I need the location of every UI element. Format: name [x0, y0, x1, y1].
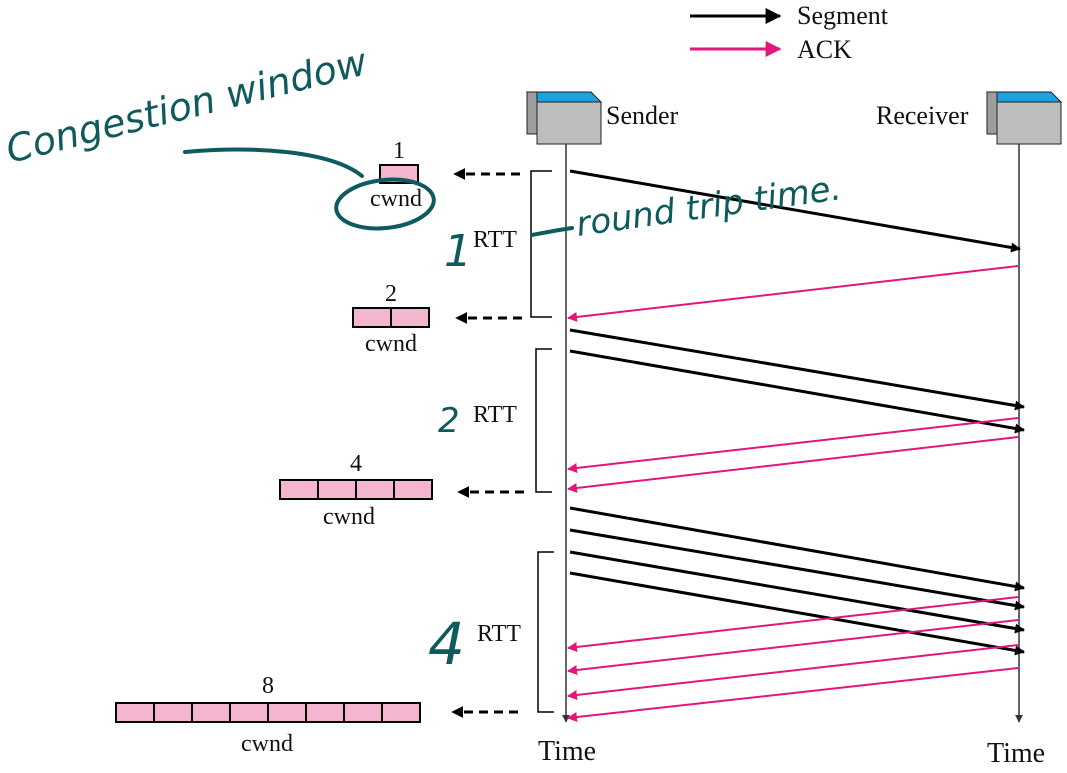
ack-arrow	[567, 436, 1019, 493]
handwritten-rtt-1: 1	[444, 226, 472, 277]
cwnd-cell	[352, 307, 392, 328]
segment-arrow	[569, 169, 1021, 253]
cwnd-cell	[355, 479, 395, 500]
legend-segment-label: Segment	[797, 1, 889, 30]
ack-arrow	[567, 596, 1019, 652]
ack-arrow	[567, 265, 1019, 322]
cwnd-cell	[381, 702, 421, 723]
receiver-label: Receiver	[876, 101, 969, 130]
cwnd-label: cwnd	[241, 731, 293, 757]
cwnd-window	[279, 479, 433, 500]
legend-ack-label: ACK	[797, 35, 852, 64]
cwnd-cell	[390, 307, 430, 328]
cwnd-cell	[343, 702, 383, 723]
cwnd-cell	[305, 702, 345, 723]
rtt-label: RTT	[473, 402, 517, 428]
cwnd-cell	[317, 479, 357, 500]
cwnd-label: cwnd	[370, 186, 422, 212]
cwnd-cell	[153, 702, 193, 723]
handwritten-pointer-stroke	[183, 147, 364, 178]
ack-arrow	[567, 667, 1019, 722]
cwnd-count: 1	[393, 138, 405, 164]
ack-arrows	[567, 265, 1019, 722]
rtt-bracket	[537, 551, 554, 713]
cwnd-window	[352, 307, 430, 328]
cwnd-count: 4	[350, 451, 362, 477]
cwnd-label: cwnd	[323, 504, 375, 530]
segment-arrow	[569, 550, 1025, 634]
handwritten-dash-stroke	[530, 226, 574, 237]
receiver-host-icon	[985, 91, 1063, 145]
segment-arrows	[569, 169, 1025, 656]
cwnd-label: cwnd	[365, 331, 417, 357]
segment-arrow	[569, 506, 1025, 592]
segment-arrow	[569, 571, 1025, 656]
cwnd-cell	[191, 702, 231, 723]
sender-label: Sender	[606, 101, 679, 130]
handwritten-rtt-3: 4	[428, 610, 465, 678]
cwnd-cell	[115, 702, 155, 723]
ack-arrow	[567, 619, 1019, 675]
cwnd-window	[115, 702, 421, 723]
segment-arrow	[569, 528, 1025, 611]
rtt-label: RTT	[477, 621, 521, 647]
handwritten-rtt-2: 2	[438, 401, 460, 441]
cwnd-update-arrows	[451, 168, 524, 718]
rtt-bracket	[535, 348, 552, 493]
cwnd-count: 2	[385, 281, 397, 307]
rtt-label: RTT	[473, 227, 517, 253]
legend: Segment ACK	[690, 1, 889, 64]
ack-arrow	[567, 417, 1019, 473]
ack-arrow	[567, 644, 1019, 700]
receiver-time-label: Time	[987, 738, 1045, 769]
sender-time-label: Time	[538, 736, 596, 767]
cwnd-cell	[279, 479, 319, 500]
cwnd-cell	[267, 702, 307, 723]
rtt-brackets	[530, 170, 554, 713]
segment-arrow	[569, 349, 1025, 434]
segment-arrow	[569, 328, 1025, 411]
rtt-bracket	[530, 170, 552, 318]
cwnd-cell	[229, 702, 269, 723]
cwnd-cell	[393, 479, 433, 500]
handwritten-annotations: Congestion window 1 round trip time. 2 4	[2, 39, 844, 678]
cwnd-count: 8	[262, 673, 274, 699]
handwritten-circle	[334, 177, 436, 231]
sender-host-icon	[525, 91, 603, 145]
